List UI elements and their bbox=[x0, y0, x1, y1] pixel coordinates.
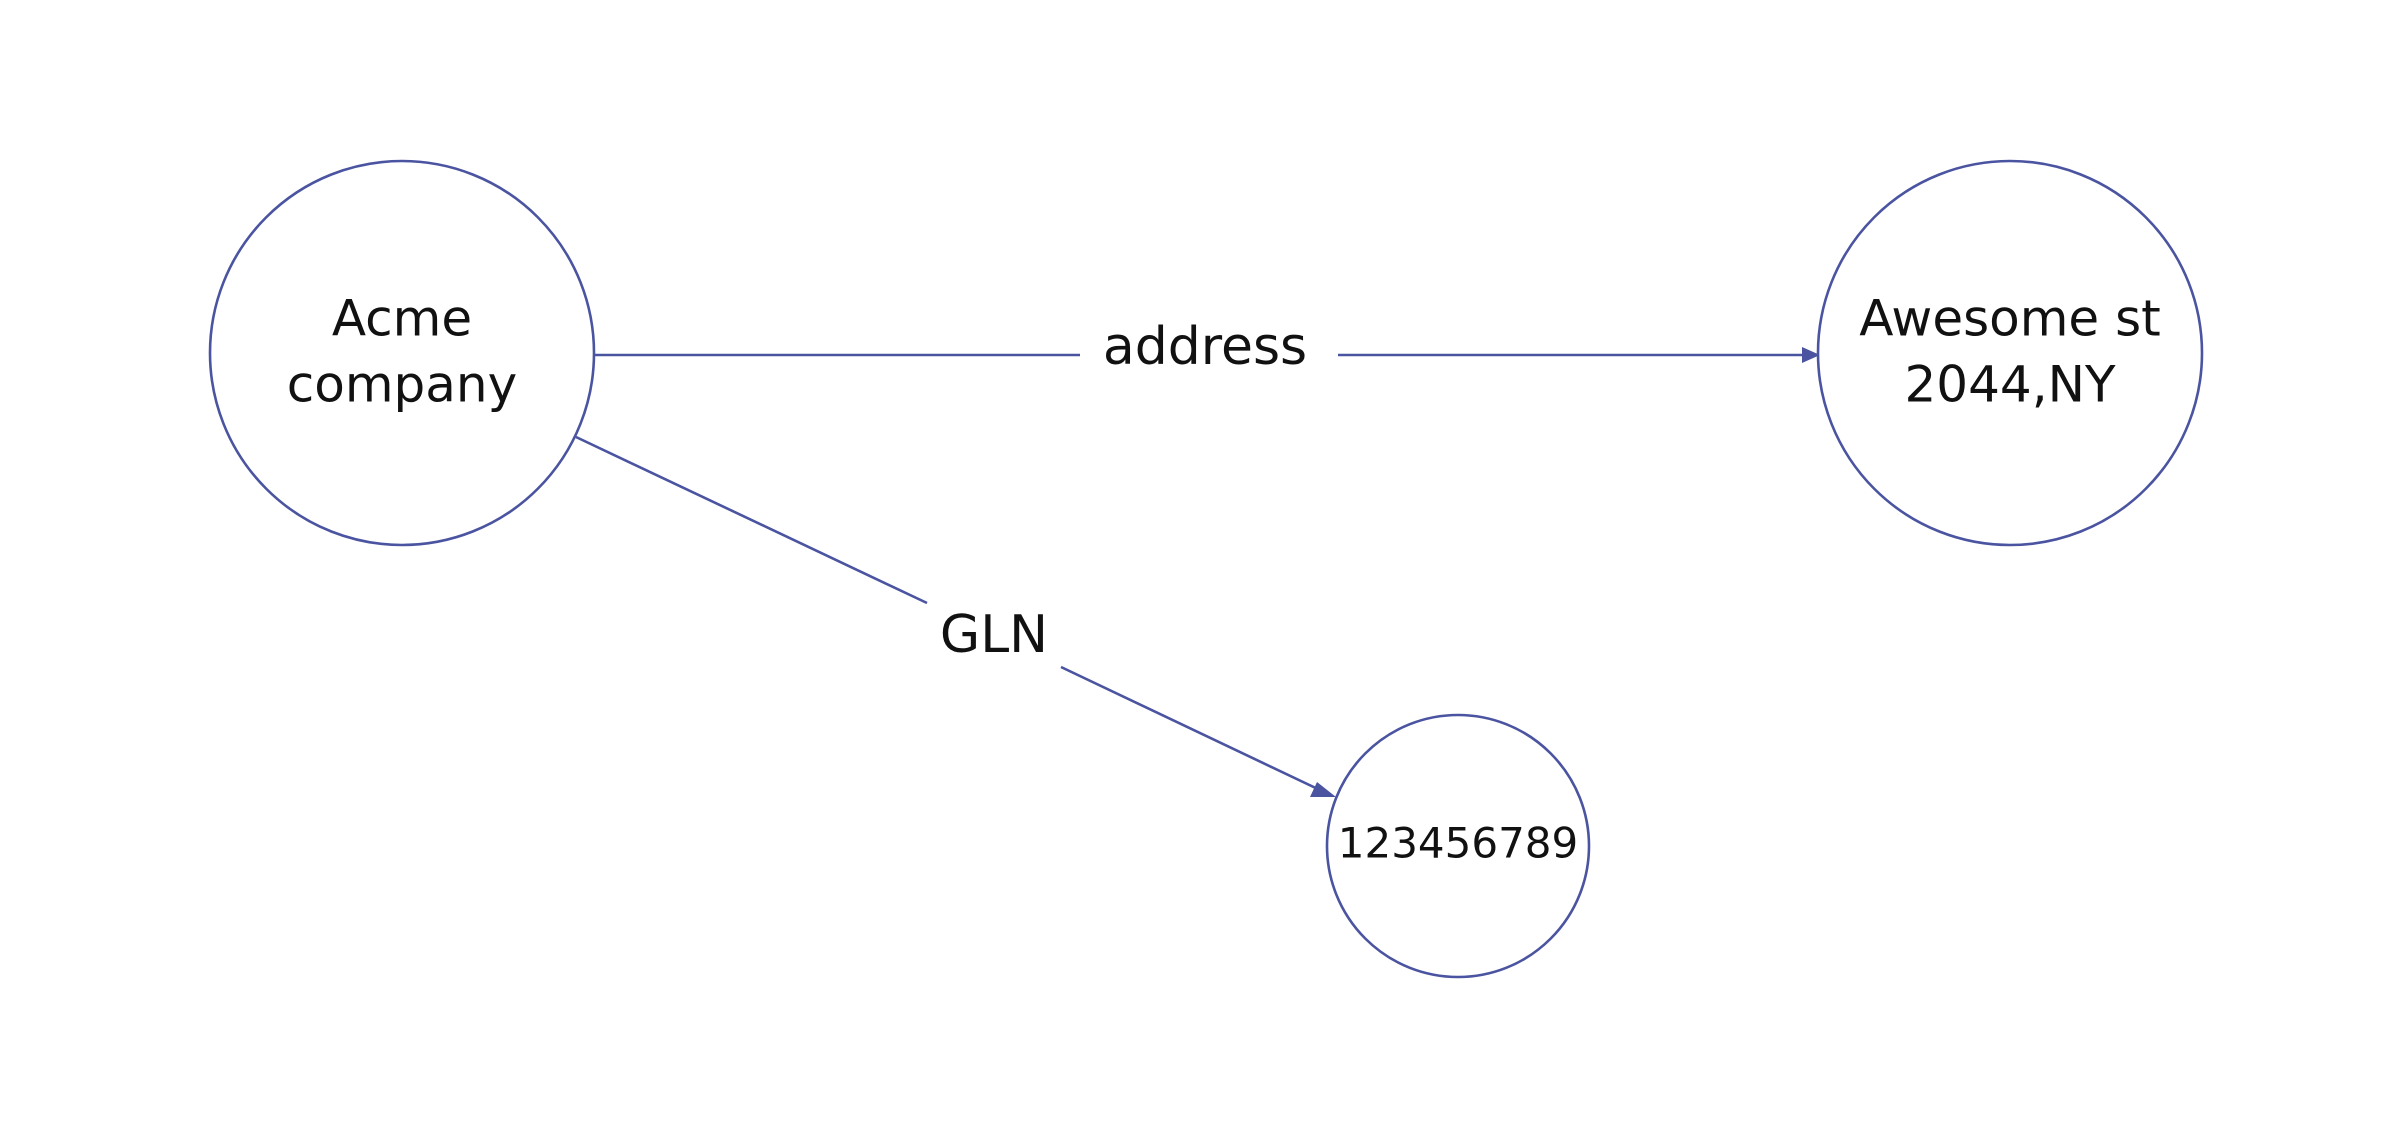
node-acme-company-line1: Acme bbox=[332, 290, 472, 348]
edge-gln-label: GLN bbox=[940, 605, 1048, 665]
edge-gln-line-start bbox=[575, 435, 928, 605]
edge-gln-arrowhead bbox=[1310, 782, 1336, 797]
node-address-value-circle bbox=[1816, 159, 2204, 547]
node-gln-value[interactable]: 123456789 bbox=[1325, 713, 1591, 979]
edge-address-label: address bbox=[1103, 317, 1307, 377]
edge-gln: GLN bbox=[575, 435, 1336, 797]
edge-address-arrowhead bbox=[1802, 347, 1820, 363]
node-address-value[interactable]: Awesome st 2044,NY bbox=[1816, 159, 2204, 547]
node-acme-company[interactable]: Acme company bbox=[208, 159, 596, 547]
node-address-value-line2: 2044,NY bbox=[1904, 356, 2116, 414]
edge-gln-line-end bbox=[1060, 665, 1323, 793]
node-acme-company-line2: company bbox=[287, 356, 517, 414]
node-address-value-line1: Awesome st bbox=[1859, 290, 2161, 348]
node-gln-value-circle bbox=[1325, 713, 1591, 979]
node-acme-company-circle bbox=[208, 159, 596, 547]
edge-address: address bbox=[594, 317, 1820, 377]
node-gln-value-label: 123456789 bbox=[1338, 819, 1579, 868]
